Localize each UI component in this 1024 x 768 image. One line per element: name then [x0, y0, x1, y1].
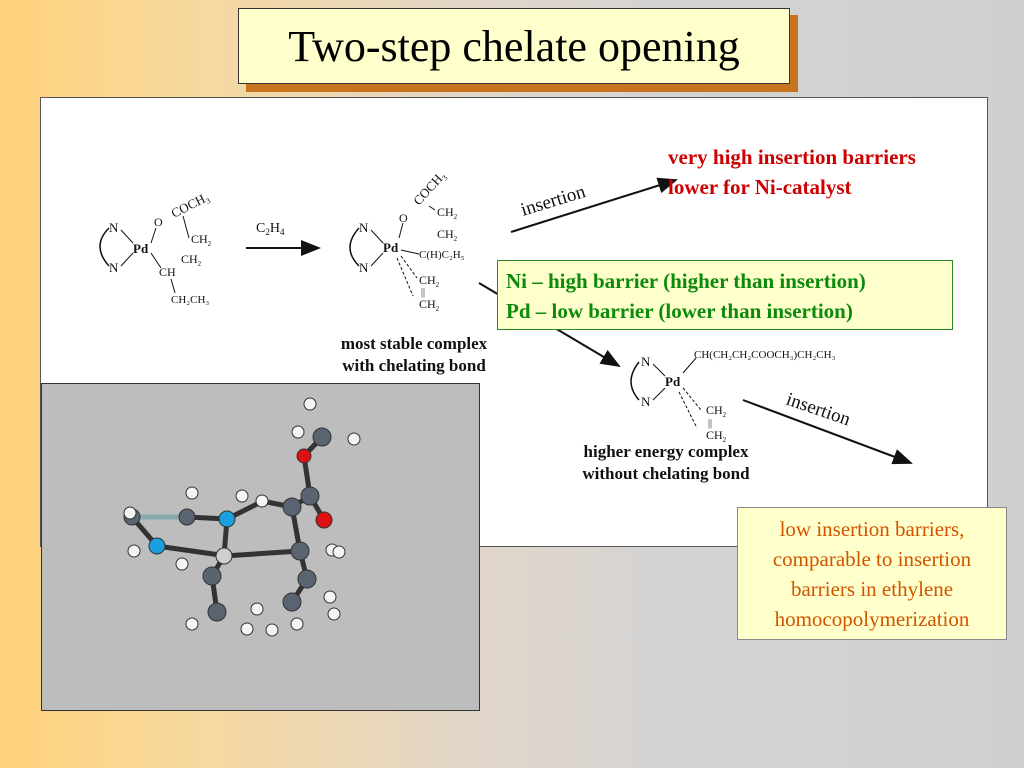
note-line: low insertion barriers, [779, 517, 965, 541]
pd-atom-label: Pd [133, 241, 149, 256]
ch2-label: CH2 [706, 403, 727, 419]
ball-and-stick-model [123, 397, 361, 637]
molecular-model-image [41, 383, 480, 711]
ethyl-label: CH₂CH₃ [171, 294, 209, 306]
note-line: very high insertion barriers [668, 145, 916, 169]
model-atoms [123, 397, 361, 637]
ch2-label: CH2 [191, 232, 212, 248]
insertion-arrow-upper [510, 177, 678, 233]
higher-energy-caption: higher energy complex without chelating … [556, 441, 776, 485]
barrier-comparison-box: Ni – high barrier (higher than insertion… [497, 260, 953, 330]
ch2-label: CH2 [181, 252, 202, 268]
caption-line: most stable complex [340, 334, 488, 353]
n-atom-label: N [641, 394, 651, 409]
caption-line: with chelating bond [342, 356, 486, 375]
note-line: comparable to insertion [772, 547, 972, 571]
insertion-label-upper: insertion [518, 181, 588, 221]
ch-label: CH [159, 265, 176, 279]
pd-atom-label: Pd [665, 374, 681, 389]
double-bond: || [421, 287, 425, 298]
note-line: Pd – low barrier (lower than insertion) [506, 299, 853, 323]
caption-line: without chelating bond [582, 464, 750, 483]
ch2-label: CH2 [419, 297, 440, 313]
caption-line: higher energy complex [583, 442, 749, 461]
structure-chelate: N N Pd O COCH3 CH2 CH2 CH CH₂CH₃ [99, 189, 212, 306]
coch3-label: COCH3 [410, 168, 449, 209]
pd-atom-label: Pd [383, 240, 399, 255]
o-atom-label: O [154, 215, 163, 229]
n-atom-label: N [109, 220, 119, 235]
high-barrier-note: very high insertion barriers lower for N… [668, 142, 916, 202]
structure-stable-complex: N N Pd O COCH3 CH2 CH2 C(H)C₂H₅ CH2 || C… [349, 168, 465, 313]
n-atom-label: N [641, 354, 651, 369]
ch2-label: CH2 [419, 273, 440, 289]
n-atom-label: N [359, 220, 369, 235]
note-line: barriers in ethylene [790, 577, 954, 601]
coch3-label: COCH3 [169, 189, 212, 222]
long-chain-label: CH(CH₂CH₂COOCH₃)CH₂CH₃ [694, 349, 836, 361]
insertion-label-lower: insertion [783, 389, 853, 431]
n-atom-label: N [109, 260, 119, 275]
double-bond: || [708, 418, 712, 429]
note-line: homocopolymerization [774, 607, 970, 631]
slide-title: Two-step chelate opening [238, 8, 790, 84]
note-line: Ni – high barrier (higher than insertion… [506, 269, 866, 293]
note-line: lower for Ni-catalyst [668, 175, 852, 199]
low-barrier-note: low insertion barriers, comparable to in… [737, 507, 1007, 640]
structure-open-complex: N N Pd CH(CH₂CH₂COOCH₃)CH₂CH₃ CH2 || CH2 [630, 349, 836, 444]
insertion-arrow-lower [742, 399, 913, 465]
ch2-label: CH2 [437, 227, 458, 243]
ethylene-label: C2H4 [256, 221, 285, 237]
ch2-label: CH2 [706, 428, 727, 444]
o-atom-label: O [399, 211, 408, 225]
n-atom-label: N [359, 260, 369, 275]
chc2h5-label: C(H)C₂H₅ [419, 249, 465, 261]
stable-complex-caption: most stable complex with chelating bond [318, 333, 510, 377]
reaction-scheme: N N Pd O COCH3 CH2 CH2 CH CH₂CH₃ C2H4 N … [99, 168, 913, 465]
ch2-label: CH2 [437, 205, 458, 221]
